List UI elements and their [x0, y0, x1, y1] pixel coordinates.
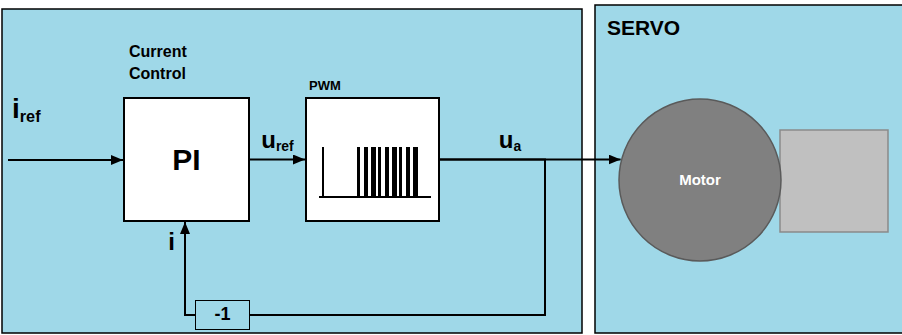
block-title: PI	[172, 142, 200, 178]
servo-panel: SERVO Motor	[595, 5, 902, 335]
signal-line	[250, 159, 305, 161]
gain-box: -1	[195, 300, 250, 330]
panel-title: SERVO	[607, 15, 680, 40]
motor-shaft	[779, 129, 891, 233]
signal-line	[185, 222, 195, 315]
pwm-box: PWM	[305, 97, 440, 222]
signal-label: uref	[261, 126, 293, 155]
pwm-waveform	[307, 99, 442, 224]
reference-arrow	[8, 159, 123, 161]
controller-box: Current ControlPI	[123, 97, 250, 222]
motor-label: Motor	[679, 171, 721, 189]
signal-label: iref	[12, 92, 41, 127]
block-heading: Current Control	[129, 41, 229, 84]
signal-label: i	[168, 228, 175, 257]
motor-circle: Motor	[618, 98, 782, 262]
block-heading: PWM	[309, 78, 341, 94]
controller-panel	[2, 9, 582, 333]
servo-panel-fill	[595, 5, 902, 333]
gain-value: -1	[214, 304, 230, 326]
signal-label: ua	[499, 126, 521, 155]
